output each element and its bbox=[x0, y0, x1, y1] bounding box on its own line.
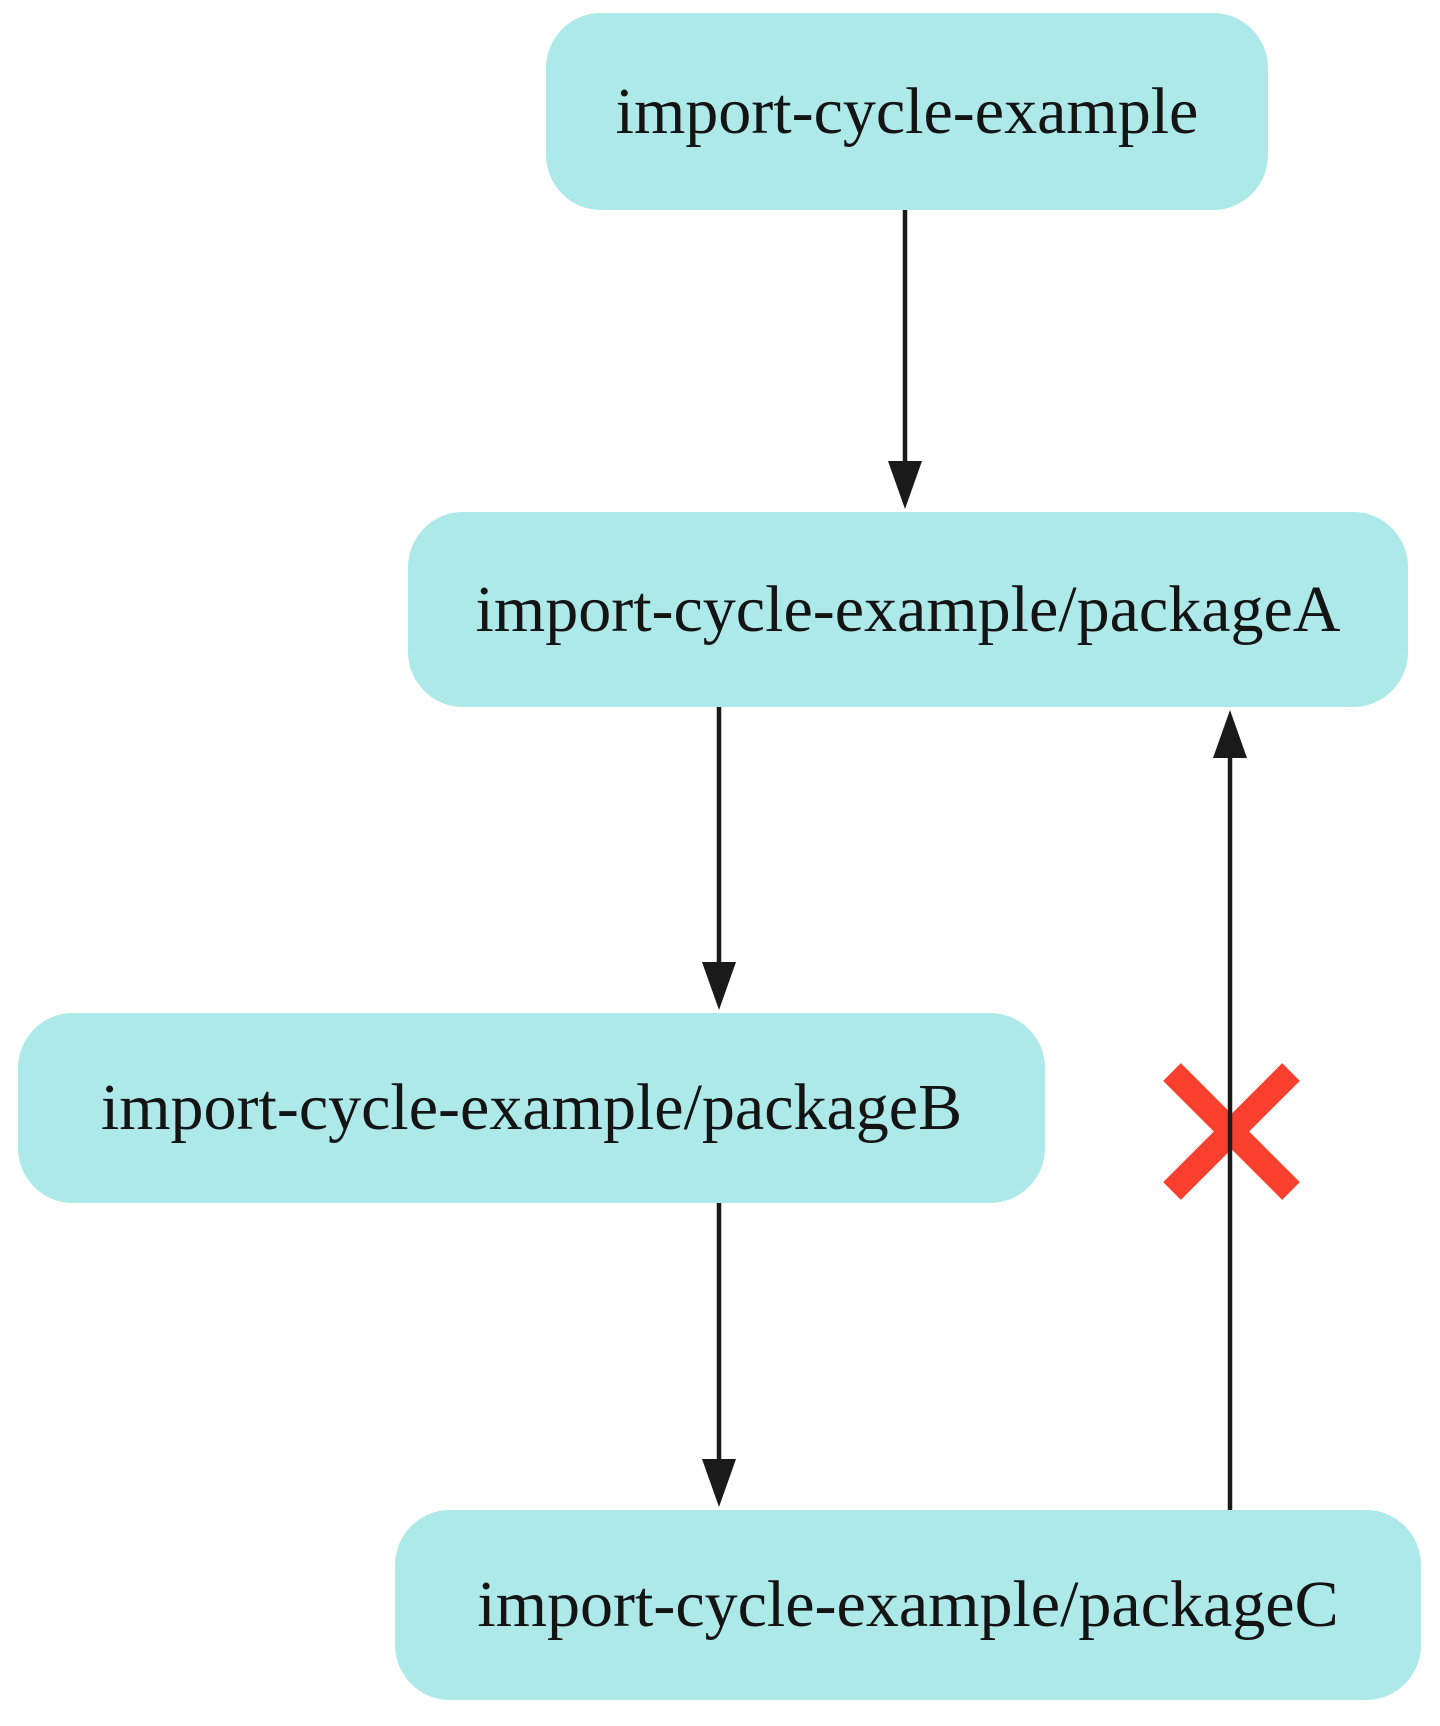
node-label: import-cycle-example bbox=[615, 74, 1199, 148]
node-packagea: import-cycle-example/packageA bbox=[408, 512, 1408, 707]
node-label: import-cycle-example/packageC bbox=[477, 1568, 1339, 1641]
edge-packagea-to-packageb bbox=[702, 707, 736, 1010]
arrow-down-icon bbox=[702, 1459, 736, 1507]
node-import-cycle-example: import-cycle-example bbox=[546, 13, 1268, 210]
edge-root-to-packagea bbox=[888, 210, 922, 509]
node-label: import-cycle-example/packageB bbox=[100, 1071, 963, 1144]
edge-packageb-to-packagec bbox=[702, 1203, 736, 1507]
arrow-down-icon bbox=[702, 962, 736, 1010]
arrow-down-icon bbox=[888, 461, 922, 509]
node-label: import-cycle-example/packageA bbox=[475, 572, 1341, 646]
arrow-up-icon bbox=[1213, 710, 1247, 758]
node-packageb: import-cycle-example/packageB bbox=[18, 1013, 1045, 1203]
node-packagec: import-cycle-example/packageC bbox=[395, 1510, 1421, 1700]
edge-packagec-to-packagea bbox=[1213, 710, 1247, 1510]
